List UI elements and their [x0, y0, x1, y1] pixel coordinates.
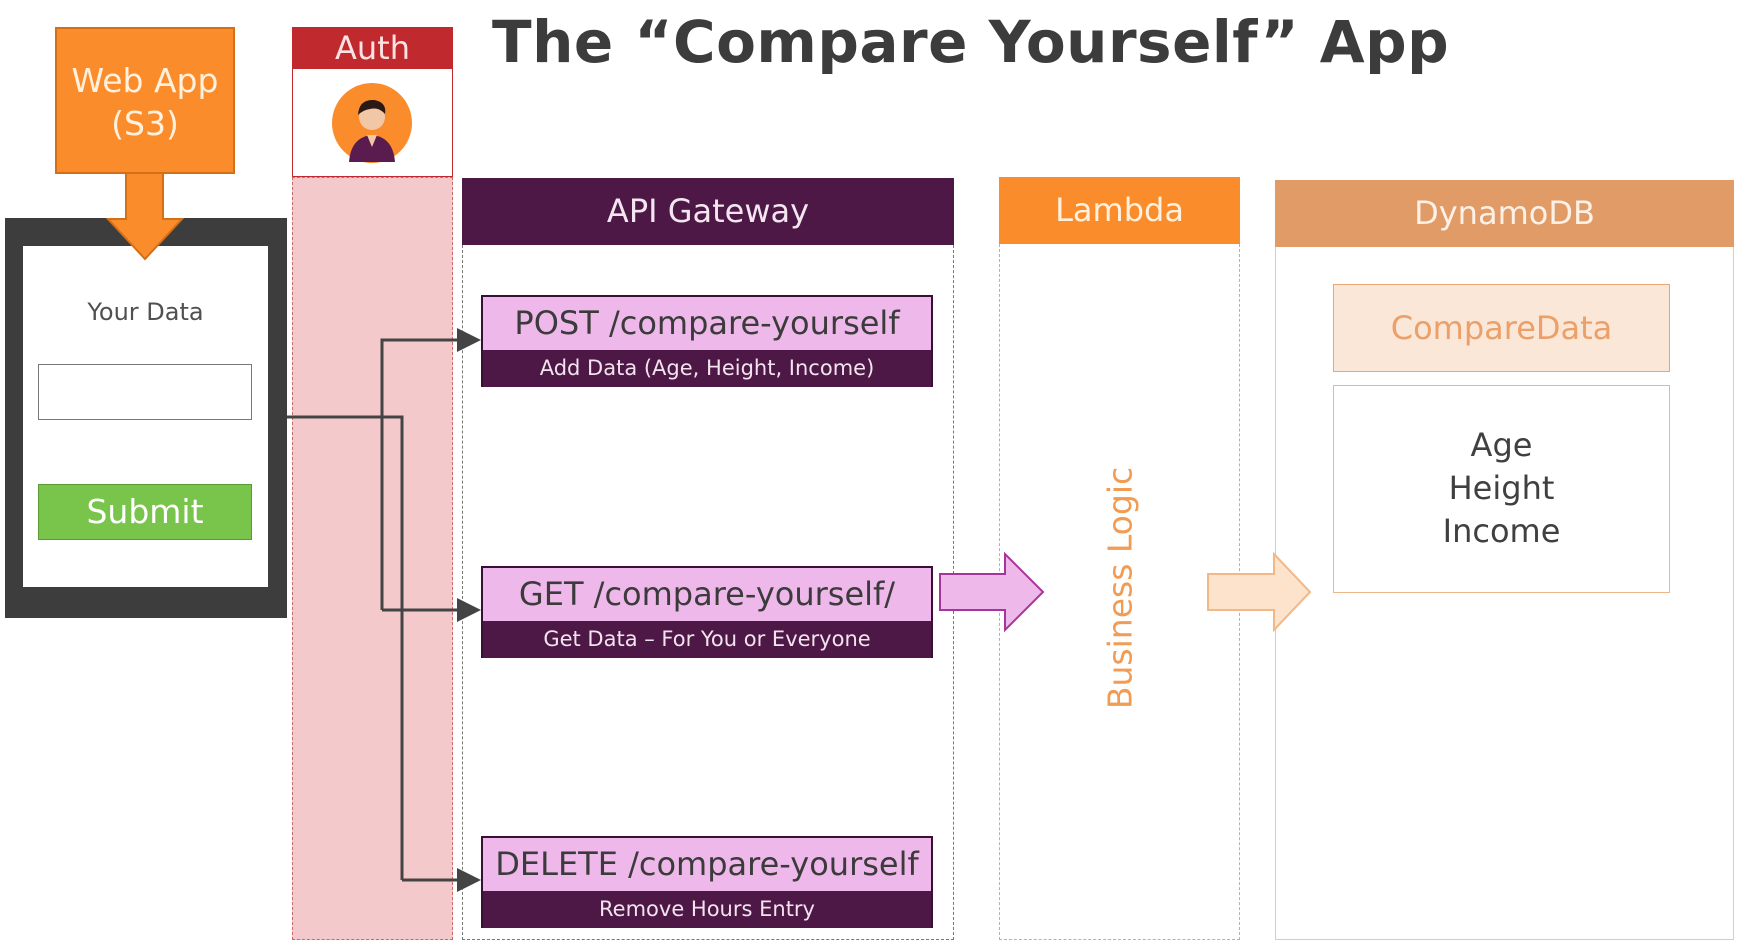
web-app-box: Web App (S3): [55, 27, 235, 174]
auth-column: [292, 177, 453, 940]
diagram-title: The “Compare Yourself” App: [492, 8, 1450, 76]
data-input[interactable]: [38, 364, 252, 420]
submit-button[interactable]: Submit: [38, 484, 252, 540]
endpoint-get-route: GET /compare-yourself/: [483, 568, 931, 621]
endpoint-post-description: Add Data (Age, Height, Income): [483, 350, 931, 387]
api-gateway-header: API Gateway: [462, 178, 954, 245]
endpoint-post: POST /compare-yourself Add Data (Age, He…: [481, 295, 933, 387]
web-app-label: Web App: [71, 61, 219, 100]
user-avatar-icon: [332, 83, 412, 163]
endpoint-delete-description: Remove Hours Entry: [483, 891, 931, 928]
dynamodb-table-name: CompareData: [1333, 284, 1670, 372]
attribute-age: Age: [1470, 426, 1533, 464]
attribute-income: Income: [1442, 512, 1561, 550]
dynamodb-header: DynamoDB: [1275, 180, 1734, 247]
endpoint-delete: DELETE /compare-yourself Remove Hours En…: [481, 836, 933, 928]
connector-to-endpoints: [287, 415, 404, 880]
auth-icon-box: [292, 69, 453, 177]
lambda-header: Lambda: [999, 177, 1240, 244]
endpoint-delete-route: DELETE /compare-yourself: [483, 838, 931, 891]
dynamodb-attributes-box: Age Height Income: [1333, 385, 1670, 593]
form-label: Your Data: [87, 298, 204, 326]
connector-to-post: [380, 328, 481, 610]
api-to-lambda-arrow: [939, 551, 1045, 633]
attribute-height: Height: [1448, 469, 1555, 507]
endpoint-get-description: Get Data – For You or Everyone: [483, 621, 931, 658]
lambda-to-dynamodb-arrow: [1207, 551, 1312, 633]
auth-header: Auth: [292, 27, 453, 69]
web-app-sublabel: (S3): [111, 104, 179, 143]
endpoint-post-route: POST /compare-yourself: [483, 297, 931, 350]
endpoint-get: GET /compare-yourself/ Get Data – For Yo…: [481, 566, 933, 658]
